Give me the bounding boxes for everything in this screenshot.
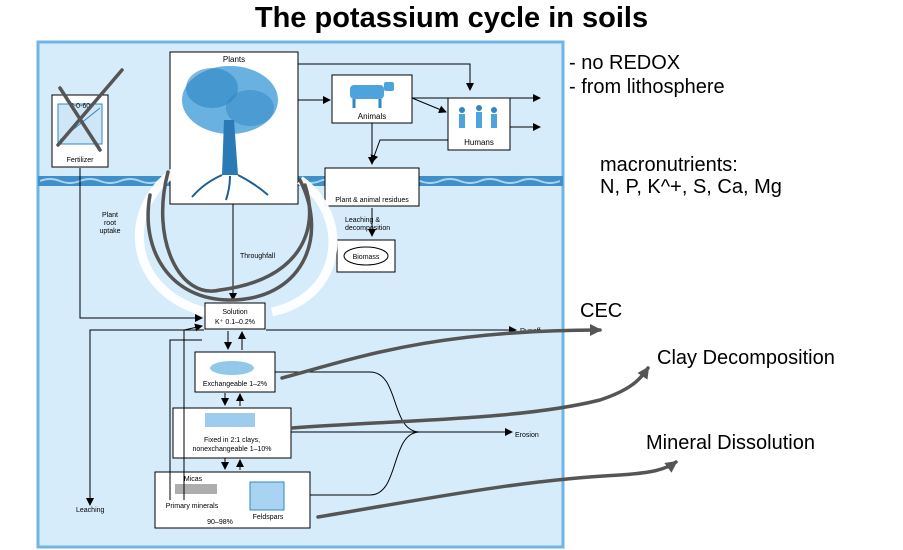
biomass-box	[336, 239, 396, 273]
plant-residues-label: Plant & animal residues	[335, 197, 409, 204]
solution-label: Solution	[222, 309, 247, 316]
biomass-label: Biomass	[353, 254, 380, 261]
leaching-decomposition-label-1: Leaching &	[345, 217, 380, 224]
primary-minerals-label: Primary minerals	[166, 503, 219, 510]
fixed-clays-label-1: Fixed in 2:1 clays,	[204, 437, 260, 444]
macronutrients-list: N, P, K^+, S, Ca, Mg	[600, 176, 782, 198]
exchangeable-label: Exchangeable 1–2%	[203, 381, 267, 388]
solution-box	[204, 302, 266, 330]
humans-box	[447, 97, 511, 151]
note-no-redox: - no REDOX	[569, 52, 681, 74]
leaching-label: Leaching	[76, 507, 105, 514]
macronutrients-heading: macronutrients:	[600, 154, 738, 176]
feldspars-label: Feldspars	[253, 514, 284, 521]
tree-icon	[182, 66, 278, 201]
fertilizer-bag-label: 0-0-60	[70, 103, 90, 110]
throughfall-label: Throughfall	[240, 253, 275, 260]
primary-minerals-percent: 90–98%	[207, 519, 233, 526]
humans-label: Humans	[464, 138, 494, 147]
annotation-cec: CEC	[580, 300, 623, 322]
animals-box	[331, 74, 413, 124]
plants-box	[169, 51, 299, 205]
pen-annotations	[56, 68, 678, 519]
micas-label: Micas	[184, 476, 203, 483]
fixed-clays-label-2: nonexchangeable 1–10%	[192, 446, 271, 453]
plant-root-uptake-label-3: uptake	[99, 228, 120, 235]
fertilizer-label: Fertilizer	[67, 157, 95, 164]
plant-root-uptake-label-2: root	[104, 220, 116, 227]
page-title: The potassium cycle in soils	[254, 2, 649, 34]
plant-root-uptake-label-1: Plant	[102, 212, 118, 219]
cycle-arrows	[79, 63, 541, 506]
plant-residues-box	[324, 167, 420, 207]
note-from-lithosphere: - from lithosphere	[569, 76, 725, 98]
erosion-label: Erosion	[515, 432, 539, 439]
annotation-mineral-dissolution: Mineral Dissolution	[646, 432, 815, 454]
plants-label: Plants	[223, 55, 245, 64]
cycle-arc	[134, 164, 338, 317]
cow-icon	[350, 82, 394, 108]
leaching-decomposition-label-2: decomposition	[345, 225, 390, 232]
fertilizer-box	[51, 94, 109, 168]
people-icon	[459, 105, 497, 128]
solution-concentration: K⁺ 0.1–0.2%	[215, 319, 255, 326]
animals-label: Animals	[358, 112, 386, 121]
annotation-clay-decomposition: Clay Decomposition	[657, 347, 835, 369]
